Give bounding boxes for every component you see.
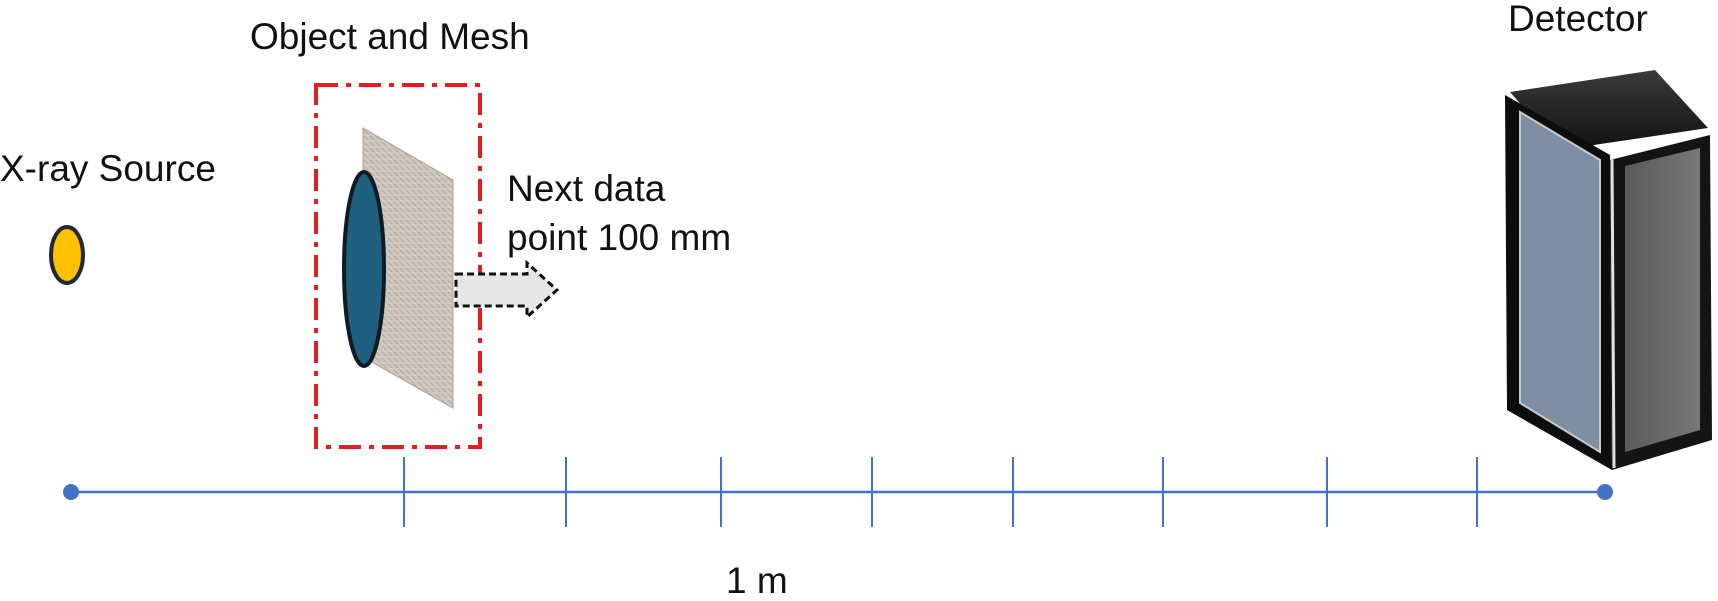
object-mesh-bounding-box [314,83,482,449]
distance-axis [63,457,1613,527]
next-point-label-line1: Next data [507,168,666,209]
detector-icon [1505,70,1712,470]
axis-end-dot [1597,484,1613,500]
axis-start-dot [63,484,79,500]
xray-source-marker [49,225,85,285]
next-point-label: Next data point 100 mm [507,164,767,262]
xray-source-label: X-ray Source [0,148,216,189]
object-mesh-label: Object and Mesh [250,16,530,57]
object-ellipse [342,170,386,368]
scale-label: 1 m [726,560,788,601]
next-point-arrow [454,259,560,321]
axis-ticks [403,457,1478,527]
next-point-label-line2: point 100 mm [507,217,732,258]
detector-label: Detector [1508,0,1648,39]
